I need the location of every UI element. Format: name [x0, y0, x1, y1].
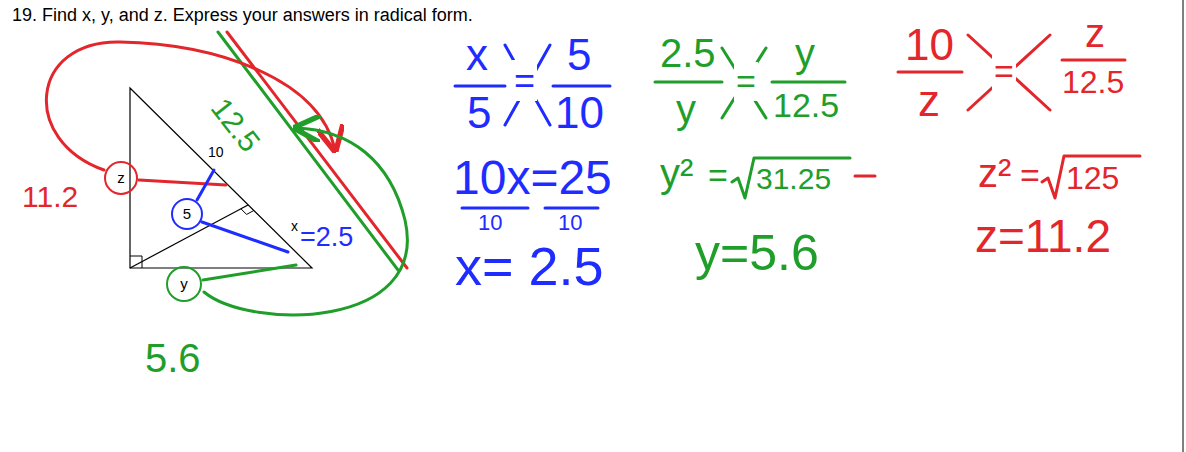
right-triangle [130, 88, 312, 268]
fraction-bar [898, 71, 962, 74]
equation-term: 31.25 [756, 162, 831, 197]
equation-answer: z=11.2 [975, 210, 1111, 263]
right-angle-mark [130, 256, 142, 268]
annotation-stroke [202, 222, 288, 252]
equals-sign: = [1020, 156, 1040, 195]
equation-term: y² [660, 150, 693, 196]
annotation-circle: 5 [171, 198, 203, 230]
equation-term: 2.5 [660, 30, 716, 76]
cross-multiply-stroke [968, 35, 1050, 110]
fraction-bar [1062, 59, 1125, 62]
equation-answer: x= 2.5 [455, 235, 604, 297]
equals-sign: = [512, 60, 537, 101]
equation-term: y [676, 86, 696, 132]
fraction-bar [655, 81, 722, 84]
equation-term: 12.5 [1062, 64, 1124, 101]
triangle-letter: 5 [183, 206, 191, 223]
equation-term: 10 [558, 210, 582, 235]
equation-term: z [1085, 10, 1105, 56]
fraction-bar [772, 81, 845, 84]
frame-line [1183, 0, 1184, 452]
equation-line: 10x=25 [453, 150, 612, 205]
triangle-letter: z [117, 170, 125, 187]
annotation-circle: z [104, 161, 138, 195]
fraction-bar [462, 207, 528, 210]
altitude-line [130, 205, 248, 268]
equation-term: 10 [555, 88, 604, 139]
fraction-bar [545, 207, 598, 210]
equation-term: 10 [905, 20, 954, 71]
right-angle-mark [241, 209, 254, 215]
equation-answer: y=5.6 [695, 225, 819, 283]
handwritten-answer: 11.2 [22, 180, 78, 215]
annotation-arrow [204, 128, 407, 315]
annotation-arrow [46, 42, 335, 170]
fraction-bar [553, 85, 610, 88]
annotation-stroke [197, 170, 214, 200]
equals-sign: = [734, 62, 758, 101]
equation-term: 12.5 [773, 86, 839, 125]
equals-sign: = [708, 156, 728, 195]
segment-label: x [291, 218, 298, 234]
equation-term: z [918, 76, 940, 127]
cross-multiply-stroke [505, 45, 550, 125]
handwritten-answer: =2.5 [300, 222, 353, 253]
equation-term: x [466, 30, 488, 81]
fraction-bar [455, 85, 505, 88]
annotation-stroke [139, 180, 226, 185]
equation-term: y [795, 30, 815, 76]
equals-sign: = [992, 52, 1016, 91]
side-label: 10 [208, 144, 224, 160]
cross-multiply-stroke [505, 45, 550, 125]
cross-multiply-stroke [722, 48, 766, 118]
cross-multiply-stroke [722, 48, 766, 118]
equation-term: 5 [467, 88, 491, 139]
annotation-stroke [203, 265, 296, 280]
question-title: 19. Find x, y, and z. Express your answe… [12, 5, 473, 26]
cross-multiply-stroke [968, 35, 1050, 110]
equation-term: 125 [1066, 160, 1119, 197]
equation-term: z² [978, 150, 1011, 196]
annotation-stroke [855, 175, 875, 178]
equation-term: 5 [567, 30, 591, 81]
radical-sign [732, 158, 850, 198]
triangle-letter: y [180, 276, 188, 293]
equation-term: 10 [478, 210, 502, 235]
radical-sign [1042, 156, 1140, 198]
handwritten-answer: 5.6 [145, 335, 201, 381]
annotation-circle: y [166, 266, 202, 302]
